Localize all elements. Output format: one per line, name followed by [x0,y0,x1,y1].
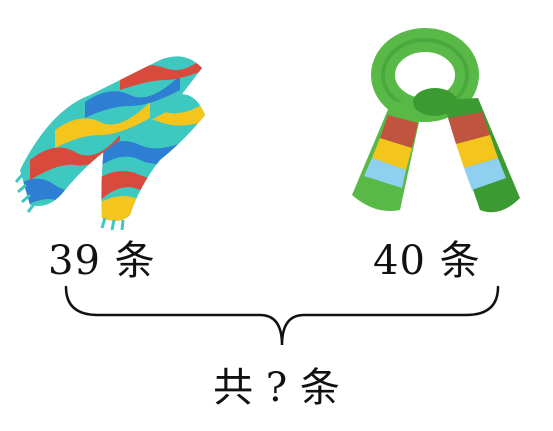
green-looped-scarf-image [352,28,520,213]
left-scarf-count: 39 条 [48,238,156,284]
striped-scarf-image [14,56,205,230]
right-scarf-count: 40 条 [373,238,481,284]
total-question: 共 ? 条 [213,365,340,411]
curly-brace [64,285,500,346]
